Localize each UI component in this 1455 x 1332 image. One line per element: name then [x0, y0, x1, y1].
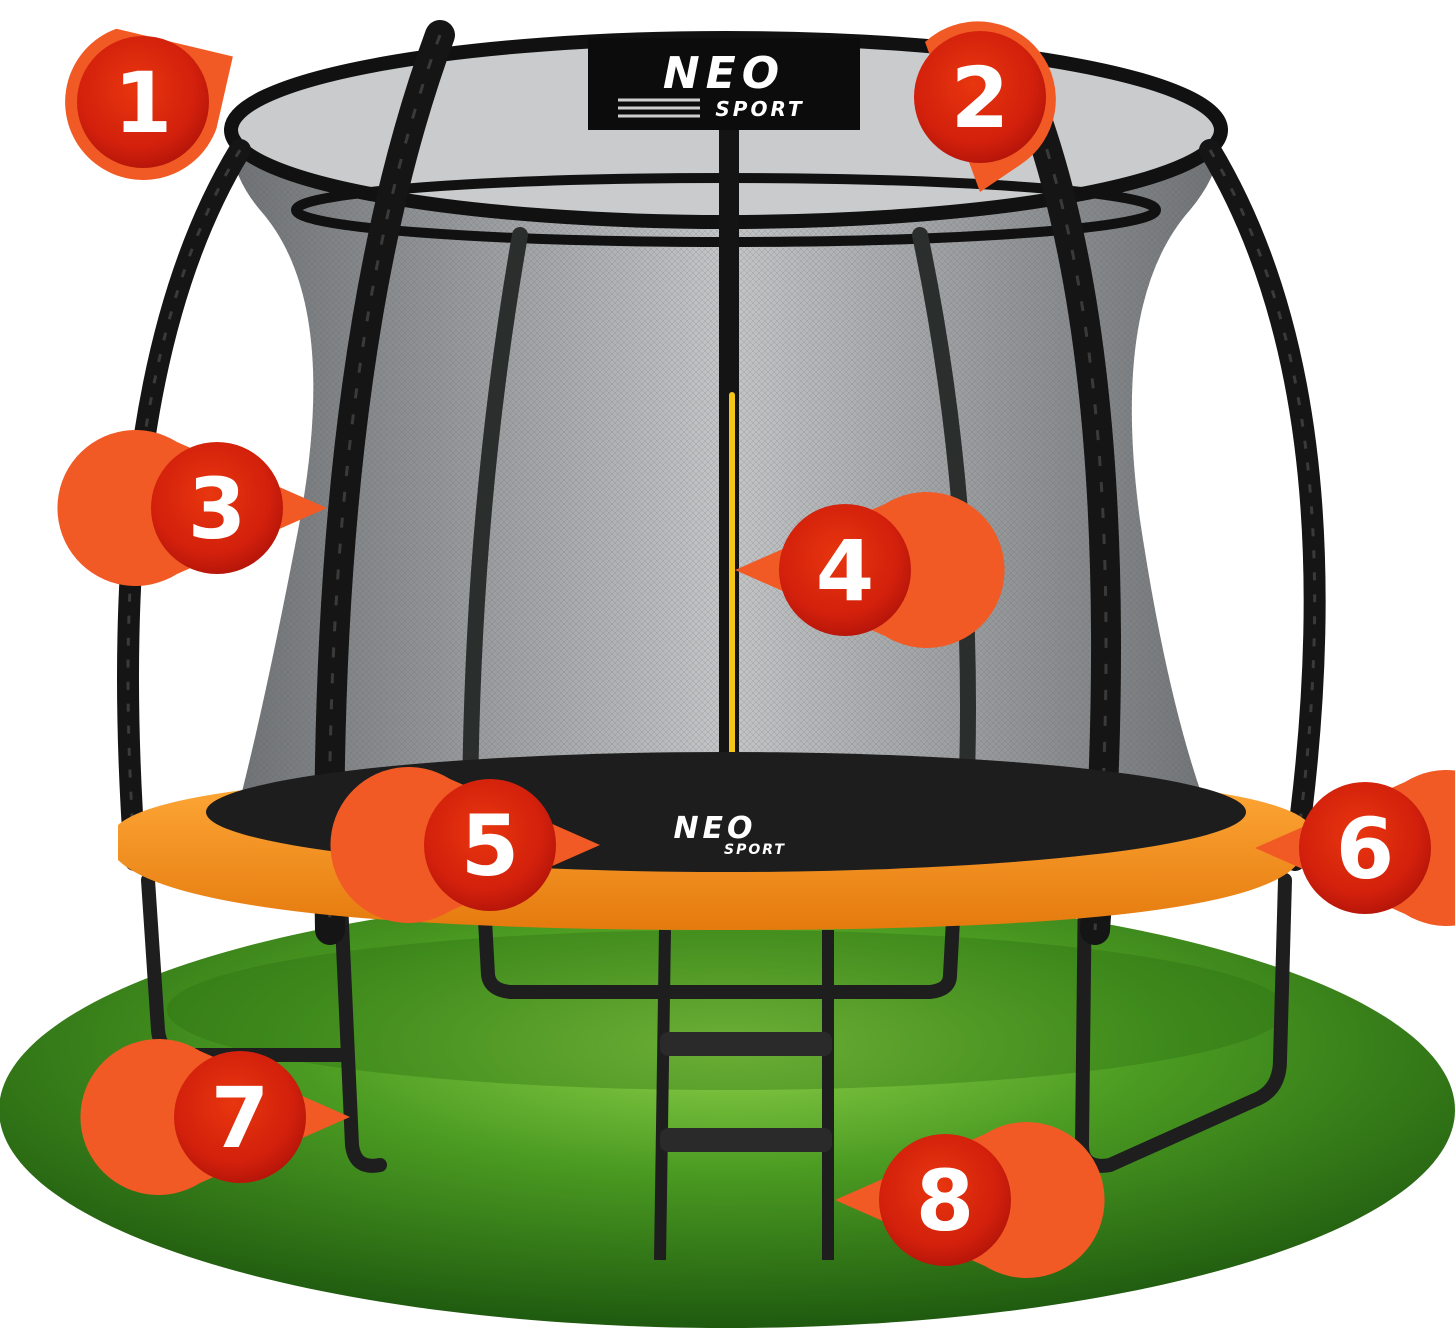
marker-2: 2: [914, 21, 1056, 192]
marker-6-label: 6: [1336, 800, 1394, 898]
marker-3: 3: [57, 430, 328, 586]
marker-7-label: 7: [211, 1069, 269, 1167]
u-leg-left: [333, 873, 387, 1173]
marker-7: 7: [80, 1039, 351, 1195]
pole-right-outer: [1199, 139, 1326, 871]
top-logo-brand: NEO: [663, 48, 785, 99]
grass-shadow: [167, 930, 1287, 1090]
marker-3-label: 3: [188, 460, 246, 558]
marker-4-label: 4: [816, 522, 874, 620]
ladder-step-top: [660, 1032, 832, 1056]
marker-6: 6: [1255, 770, 1455, 926]
u-leg-back: [478, 913, 960, 999]
marker-5: 5: [330, 767, 601, 923]
marker-8: 8: [835, 1122, 1105, 1278]
ladder-step-bottom: [660, 1128, 832, 1152]
marker-5-label: 5: [461, 797, 519, 895]
marker-4: 4: [735, 492, 1005, 648]
mat-logo-brand: NEO: [673, 811, 756, 846]
marker-1-label: 1: [114, 54, 172, 152]
marker-8-label: 8: [916, 1152, 974, 1250]
marker-2-label: 2: [951, 49, 1009, 147]
mat-logo-sub: SPORT: [724, 842, 786, 858]
top-logo-sub: SPORT: [715, 97, 804, 121]
marker-1: 1: [65, 28, 233, 180]
ladder: [654, 929, 834, 1261]
